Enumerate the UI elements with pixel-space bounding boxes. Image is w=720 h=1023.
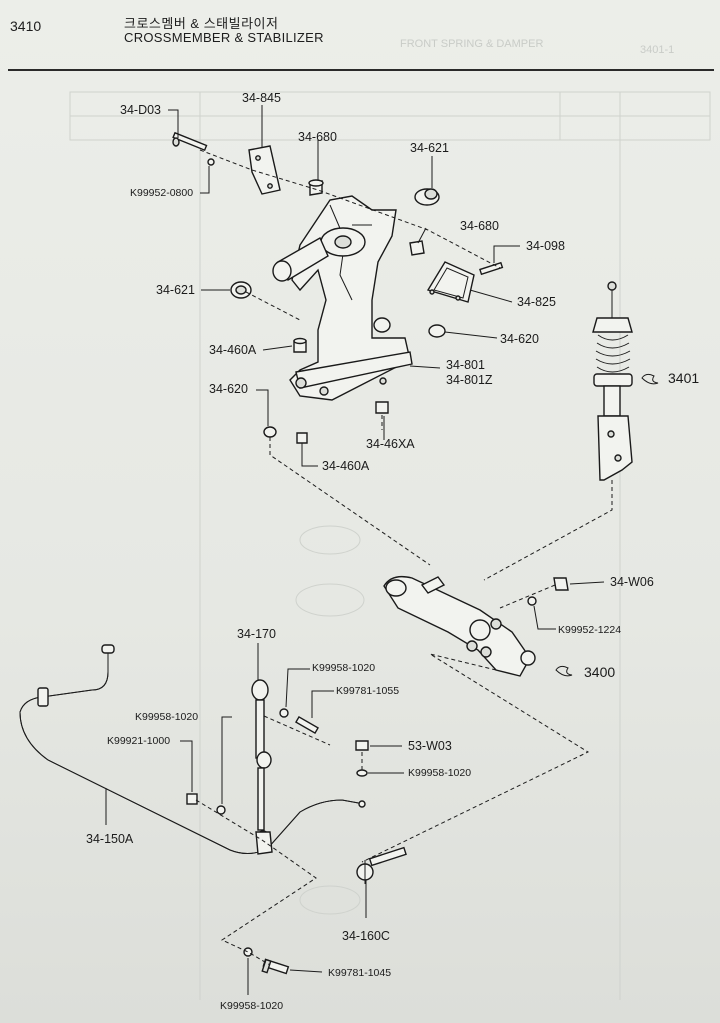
- label-K99921-1000: K99921-1000: [107, 735, 170, 747]
- bush-K99921-1000: [186, 793, 198, 805]
- label-53-W03: 53-W03: [408, 739, 452, 753]
- label-34-680-upper: 34-680: [298, 130, 337, 144]
- label-K99781-1045: K99781-1045: [328, 967, 391, 979]
- washer-K99958-1020-d: [243, 947, 253, 957]
- bush-34-680-lower: [409, 240, 425, 256]
- stabilizer-link-34-170: [251, 679, 272, 846]
- leader-lines: [105, 105, 659, 995]
- page-title-korean: 크로스멤버 & 스태빌라이저: [124, 16, 279, 31]
- bush-34-620-upper: [428, 324, 446, 338]
- label-34-621-upper: 34-621: [410, 141, 449, 155]
- label-34-680-lower: 34-680: [460, 219, 499, 233]
- label-34-160C: 34-160C: [342, 929, 390, 943]
- bush-34-46XA: [375, 401, 389, 414]
- label-34-150A: 34-150A: [86, 832, 134, 846]
- header-rule: [8, 69, 714, 71]
- bolt-K99781-1045: [261, 958, 290, 975]
- ghost-text: 3401-1: [640, 44, 675, 56]
- ghost-table: [69, 91, 711, 1000]
- label-34-460A-lower: 34-460A: [322, 459, 370, 473]
- part-labels: 34-D03 34-845 34-680 34-621 K99952-0800 …: [86, 91, 699, 1012]
- label-34-825: 34-825: [517, 295, 556, 309]
- label-K99958-1020-a: K99958-1020: [312, 662, 375, 674]
- label-34-098: 34-098: [526, 239, 565, 253]
- crossmember-assembly: [272, 195, 413, 401]
- label-K99958-1020-d: K99958-1020: [220, 1000, 283, 1012]
- lower-arm-3400: [383, 575, 536, 677]
- page-title-english: CROSSMEMBER & STABILIZER: [124, 30, 324, 45]
- link-end-34-160C: [356, 846, 407, 884]
- label-K99952-0800: K99952-0800: [130, 187, 193, 199]
- label-K99952-1224: K99952-1224: [558, 624, 621, 636]
- label-34-801: 34-801: [446, 358, 485, 372]
- label-K99958-1020-b: K99958-1020: [135, 711, 198, 723]
- bolt-34-098: [479, 261, 504, 276]
- label-34-46XA: 34-46XA: [366, 437, 415, 451]
- washer-K99958-1020-b: [216, 805, 226, 815]
- washer-K99952-1224: [527, 596, 537, 606]
- label-34-170: 34-170: [237, 627, 276, 641]
- label-K99958-1020-c: K99958-1020: [408, 767, 471, 779]
- label-3401: 3401: [668, 370, 699, 386]
- label-34-801Z: 34-801Z: [446, 373, 493, 387]
- label-34-620-lower: 34-620: [209, 382, 248, 396]
- label-34-845: 34-845: [242, 91, 281, 105]
- page-number: 3410: [10, 18, 42, 34]
- nut-34-W06: [553, 577, 569, 591]
- washer-K99958-1020-c: [356, 769, 368, 777]
- label-34-460A-upper: 34-460A: [209, 343, 257, 357]
- strut-assembly-3401: [592, 281, 633, 481]
- bolt-34-D03: [172, 131, 208, 152]
- washer-K99952-0800: [207, 158, 215, 166]
- nut-53-W03: [355, 740, 369, 751]
- label-K99781-1055: K99781-1055: [336, 685, 399, 697]
- stabilizer-bar-34-150A: [19, 650, 365, 854]
- bush-34-460A-lower: [296, 432, 308, 444]
- label-34-W06: 34-W06: [610, 575, 654, 589]
- bush-34-620-lower: [263, 426, 277, 438]
- label-34-D03: 34-D03: [120, 103, 161, 117]
- label-3400: 3400: [584, 664, 615, 680]
- washer-K99958-1020-a: [279, 708, 289, 718]
- label-34-621-lower: 34-621: [156, 283, 195, 297]
- label-34-620-upper: 34-620: [500, 332, 539, 346]
- bolt-K99781-1055: [295, 715, 319, 735]
- ghost-text: FRONT SPRING & DAMPER: [400, 38, 544, 50]
